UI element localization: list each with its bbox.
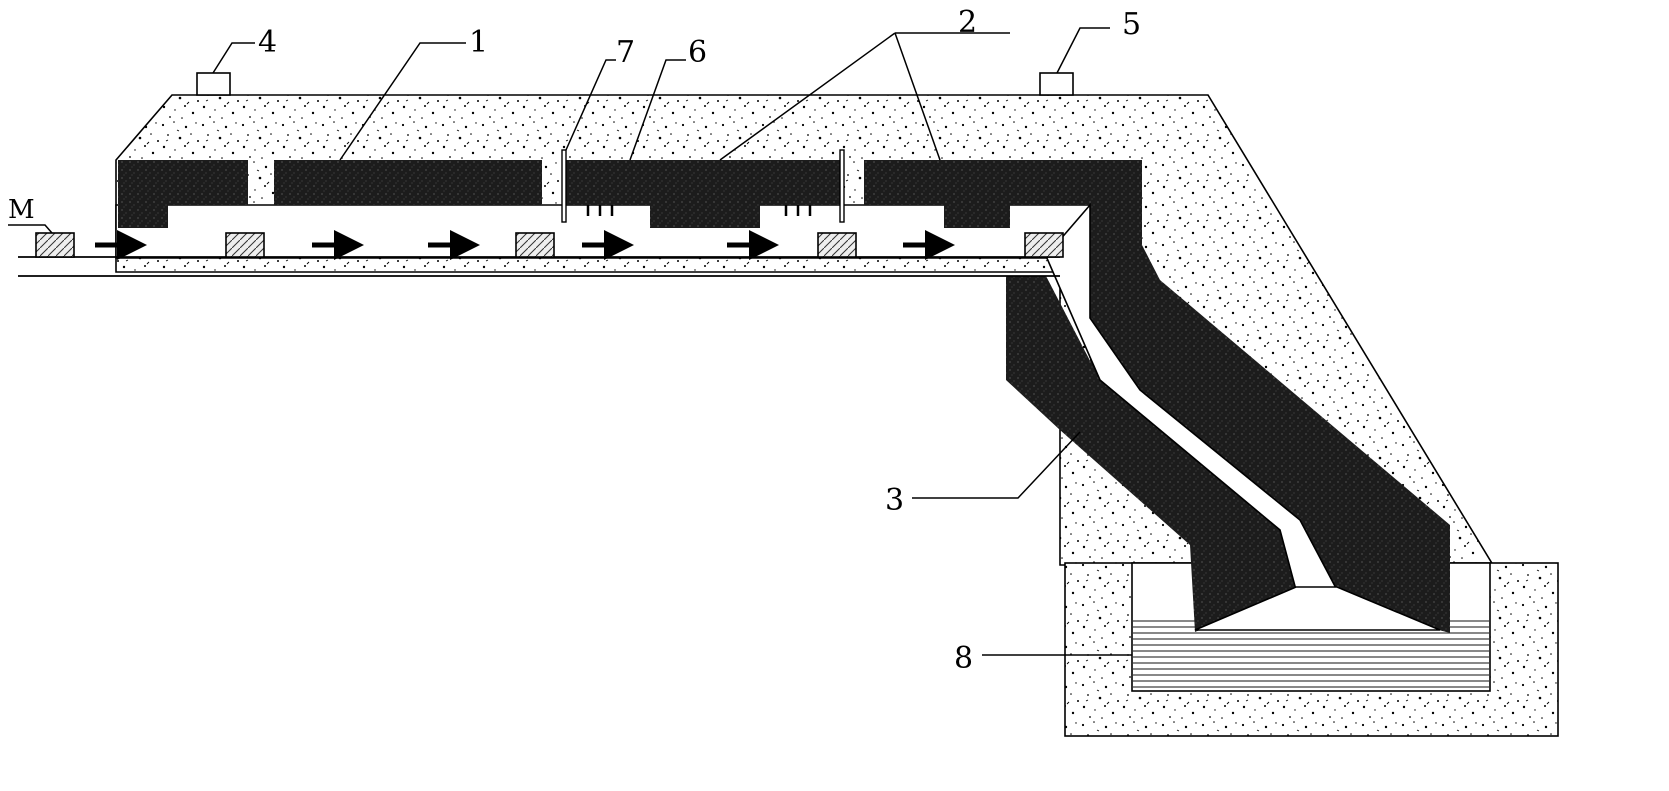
leader-line-4 [212,42,255,74]
heater-block-2 [864,160,1450,633]
probe-7-right [839,149,845,223]
chute-outlet-cone [1194,586,1441,631]
label-5: 5 [1122,7,1141,42]
workpiece [1024,232,1064,258]
leader-line-2 [719,32,1010,161]
leader-line-5 [1056,27,1110,74]
leader-line-3 [912,431,1081,499]
leader-line-7 [565,59,616,151]
label-m: M [8,195,35,225]
heater-block-1 [274,160,542,205]
label-8: 8 [954,641,973,676]
label-3: 3 [885,483,904,518]
workpiece [225,232,265,258]
label-1: 1 [469,25,488,60]
label-4: 4 [258,25,277,60]
leader-line-1 [339,42,466,161]
port-5 [1039,72,1074,96]
workpiece [817,232,857,258]
port-4 [196,72,231,96]
probe-7-left [561,149,567,223]
workpiece [35,232,75,258]
label-2: 2 [958,5,977,40]
heater-block-left [118,160,248,228]
quench-chute-channel [1045,202,1339,591]
leader-line-m [8,224,53,234]
leader-line-6 [629,59,686,161]
heater-block-6 [566,160,840,228]
workpiece [515,232,555,258]
label-7: 7 [616,35,635,70]
chute-lining-left [1006,276,1297,632]
label-6: 6 [688,35,707,70]
